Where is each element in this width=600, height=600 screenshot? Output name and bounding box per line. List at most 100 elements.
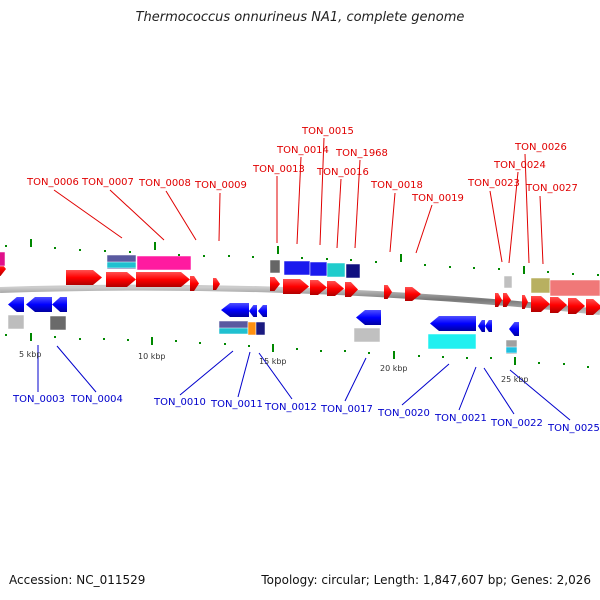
- gene-arrow-reverse[interactable]: [8, 297, 24, 312]
- gene-label-forward[interactable]: TON_0007: [81, 177, 134, 188]
- minor-tick: [320, 350, 322, 352]
- gene-arrow-reverse[interactable]: [52, 297, 67, 312]
- gene-arrow-forward[interactable]: [283, 279, 309, 294]
- gene-label-reverse[interactable]: TON_0004: [70, 394, 123, 405]
- protein-domain-box[interactable]: [345, 263, 361, 279]
- gene-label-forward[interactable]: TON_0018: [370, 180, 423, 191]
- gene-label-forward[interactable]: TON_0015: [301, 126, 354, 137]
- gene-label-reverse[interactable]: TON_0020: [377, 408, 430, 419]
- protein-domain-box[interactable]: [106, 261, 137, 269]
- gene-arrow-forward[interactable]: [270, 277, 280, 291]
- gene-arrow-forward[interactable]: [190, 276, 199, 291]
- gene-arrow-forward[interactable]: [495, 293, 502, 307]
- minor-tick: [442, 356, 444, 358]
- gene-arrow-reverse[interactable]: [430, 316, 476, 331]
- leader-line-forward: [165, 190, 197, 241]
- gene-label-reverse[interactable]: TON_0003: [12, 394, 65, 405]
- gene-arrow-reverse[interactable]: [509, 322, 519, 336]
- gene-label-reverse[interactable]: TON_0011: [210, 399, 263, 410]
- gene-label-forward[interactable]: TON_0008: [138, 178, 191, 189]
- protein-domain-box[interactable]: [283, 260, 311, 276]
- minor-tick: [248, 345, 250, 347]
- leader-line-reverse: [458, 366, 477, 411]
- gene-arrow-forward[interactable]: [327, 281, 344, 296]
- protein-domain-box[interactable]: [530, 277, 551, 294]
- gene-arrow-reverse[interactable]: [26, 297, 52, 312]
- protein-domain-box[interactable]: [503, 275, 513, 289]
- leader-line-forward: [389, 192, 396, 253]
- gene-label-forward[interactable]: TON_1968: [335, 148, 388, 159]
- gene-arrow-forward[interactable]: [550, 297, 567, 313]
- leader-line-forward: [109, 189, 165, 241]
- major-tick: [277, 246, 279, 254]
- gene-arrow-forward[interactable]: [106, 272, 136, 287]
- leader-line-reverse: [237, 351, 251, 398]
- protein-domain-box[interactable]: [326, 262, 346, 278]
- leader-line-reverse: [401, 363, 450, 406]
- gene-label-forward[interactable]: TON_0013: [252, 164, 305, 175]
- gene-label-reverse[interactable]: TON_0025: [547, 423, 600, 434]
- minor-tick: [5, 334, 7, 336]
- gene-arrow-forward[interactable]: [503, 293, 511, 307]
- gene-arrow-forward[interactable]: [522, 295, 528, 309]
- protein-domain-box[interactable]: [549, 279, 600, 297]
- protein-domain-box[interactable]: [255, 321, 266, 336]
- gene-arrow-reverse[interactable]: [478, 320, 485, 332]
- protein-domain-box[interactable]: [353, 327, 381, 343]
- gene-arrow-forward[interactable]: [586, 299, 600, 315]
- protein-domain-box[interactable]: [0, 251, 6, 267]
- major-tick: [514, 357, 516, 365]
- map-title: Thermococcus onnurineus NA1, complete ge…: [135, 10, 465, 25]
- leader-line-reverse: [258, 352, 293, 400]
- gene-label-forward[interactable]: TON_0026: [514, 142, 567, 153]
- protein-domain-box[interactable]: [427, 333, 477, 350]
- gene-arrow-reverse[interactable]: [485, 320, 492, 332]
- gene-label-reverse[interactable]: TON_0021: [434, 413, 487, 424]
- leader-line-forward: [524, 153, 530, 264]
- gene-label-forward[interactable]: TON_0023: [467, 178, 520, 189]
- minor-tick: [547, 271, 549, 273]
- gene-label-forward[interactable]: TON_0014: [276, 145, 329, 156]
- gene-label-forward[interactable]: TON_0024: [493, 160, 546, 171]
- gene-arrow-forward[interactable]: [384, 285, 392, 299]
- gene-arrow-forward[interactable]: [345, 282, 358, 297]
- major-tick: [30, 239, 32, 247]
- minor-tick: [203, 255, 205, 257]
- protein-domain-box[interactable]: [218, 327, 249, 335]
- protein-domain-box[interactable]: [309, 261, 328, 277]
- gene-label-forward[interactable]: TON_0027: [525, 183, 578, 194]
- gene-arrow-reverse[interactable]: [221, 303, 249, 317]
- minor-tick: [473, 267, 475, 269]
- leader-line-forward: [489, 190, 503, 263]
- minor-tick: [490, 357, 492, 359]
- gene-label-forward[interactable]: TON_0016: [316, 167, 369, 178]
- gene-arrow-reverse[interactable]: [258, 305, 267, 317]
- gene-arrow-forward[interactable]: [310, 280, 327, 295]
- protein-domain-box[interactable]: [136, 255, 192, 271]
- gene-arrow-forward[interactable]: [568, 298, 585, 314]
- gene-label-reverse[interactable]: TON_0022: [490, 418, 543, 429]
- gene-label-forward[interactable]: TON_0009: [194, 180, 247, 191]
- protein-domain-box[interactable]: [505, 346, 518, 354]
- gene-arrow-reverse[interactable]: [356, 310, 381, 325]
- protein-domain-box[interactable]: [49, 315, 67, 331]
- leader-line-forward: [415, 204, 433, 254]
- gene-arrow-reverse[interactable]: [249, 305, 257, 317]
- gene-arrow-forward[interactable]: [66, 270, 102, 285]
- gene-label-reverse[interactable]: TON_0012: [264, 402, 317, 413]
- minor-tick: [296, 348, 298, 350]
- protein-domain-box[interactable]: [7, 314, 25, 330]
- gene-label-forward[interactable]: TON_0019: [411, 193, 464, 204]
- gene-label-forward[interactable]: TON_0006: [26, 177, 79, 188]
- protein-domain-box[interactable]: [247, 321, 257, 336]
- protein-domain-box[interactable]: [269, 259, 281, 274]
- gene-arrow-forward[interactable]: [213, 278, 220, 290]
- leader-line-forward: [354, 159, 361, 249]
- gene-arrow-forward[interactable]: [531, 296, 550, 312]
- gene-label-reverse[interactable]: TON_0017: [320, 404, 373, 415]
- gene-arrow-forward[interactable]: [405, 287, 421, 301]
- gene-arrow-forward[interactable]: [136, 272, 190, 287]
- leader-line-forward: [296, 156, 302, 245]
- minor-tick: [344, 350, 346, 352]
- gene-label-reverse[interactable]: TON_0010: [153, 397, 206, 408]
